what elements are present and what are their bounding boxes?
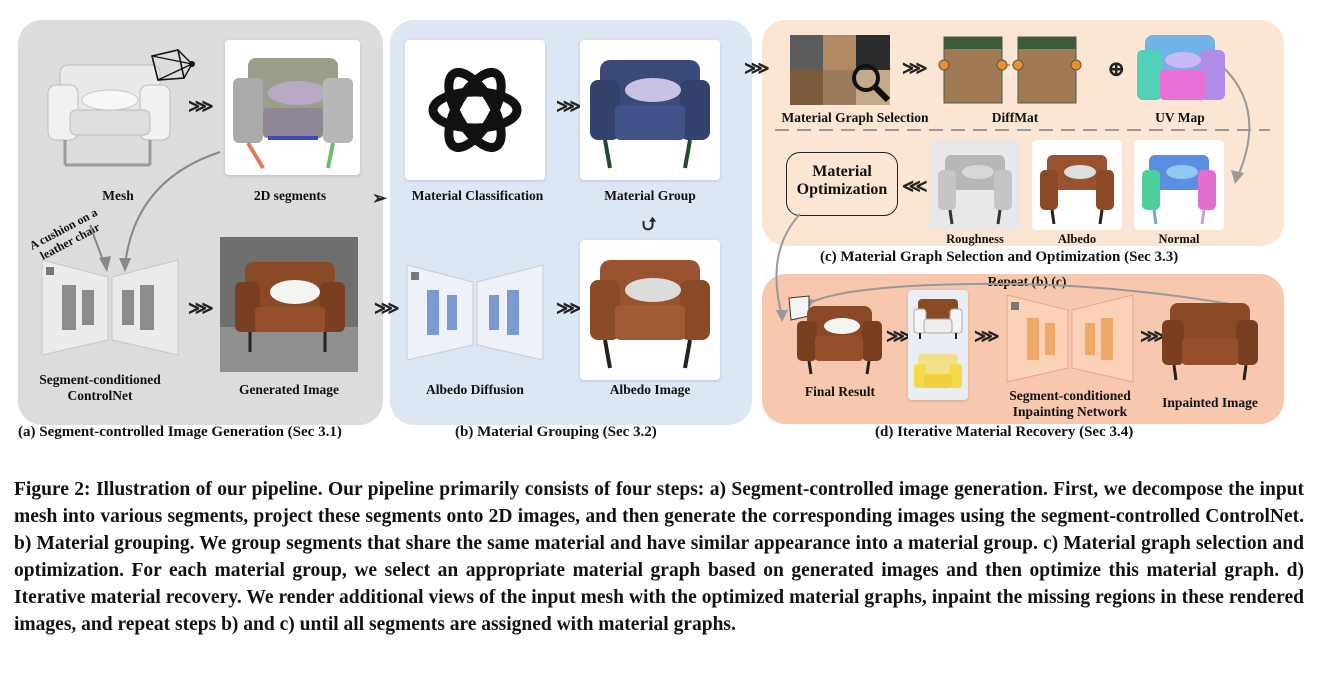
optimization-label: Material Optimization xyxy=(796,163,888,199)
rendered-view-white xyxy=(913,299,963,339)
arrow-icon: ⋙ xyxy=(974,326,1000,346)
classification-label: Material Classification xyxy=(411,188,544,203)
magnifier-icon xyxy=(852,64,891,103)
arrow-icon: ⋙ xyxy=(374,298,400,318)
segments-chair-image xyxy=(233,58,353,170)
controlnet-icon xyxy=(41,259,179,356)
openai-logo-icon xyxy=(428,68,522,152)
classification-card xyxy=(405,40,545,180)
arrow-icon: ⋙ xyxy=(744,58,770,78)
diffmat-label: DiffMat xyxy=(991,110,1039,125)
rendered-view-yellow xyxy=(914,354,962,388)
arrow-icon: ⋘ xyxy=(902,176,928,196)
albedo-image-label: Albedo Image xyxy=(609,382,691,397)
mesh-label: Mesh xyxy=(102,188,134,203)
curved-arrow xyxy=(1223,67,1251,184)
segments-label: 2D segments xyxy=(253,188,327,203)
caption-d: (d) Iterative Material Recovery (Sec 3.4… xyxy=(875,424,1134,440)
arrow-icon: ⋙ xyxy=(1140,326,1166,346)
arrow-icon: ⋙ xyxy=(556,96,582,116)
uv-map-image xyxy=(1137,35,1225,100)
selection-label: Material Graph Selection xyxy=(781,110,929,125)
final-result-label: Final Result xyxy=(804,384,876,399)
curved-arrow xyxy=(89,151,221,272)
material-group-label: Material Group xyxy=(604,188,696,203)
caption-b: (b) Material Grouping (Sec 3.2) xyxy=(455,424,657,440)
generated-image xyxy=(220,237,358,372)
caption-c: (c) Material Graph Selection and Optimiz… xyxy=(820,249,1179,265)
roughness-label: Roughness xyxy=(946,232,1004,246)
inpaint-net-label: Segment-conditioned Inpainting Network xyxy=(1009,388,1131,419)
albedo-map-image xyxy=(1032,140,1122,230)
arrow-icon: ⋙ xyxy=(188,96,214,116)
arrow-icon: ⋙ xyxy=(902,58,928,78)
dashed-divider xyxy=(775,129,1270,131)
arrow-icon: ⋙ xyxy=(886,326,912,346)
mesh-chair-image xyxy=(47,64,171,167)
albedo-diffusion-icon xyxy=(406,264,544,361)
albedo-map-label: Albedo xyxy=(1057,232,1097,246)
normal-map-label: Normal xyxy=(1158,232,1200,246)
final-result-image xyxy=(788,295,882,375)
arrow-icon: ➢ xyxy=(372,188,388,208)
inpainting-network-icon xyxy=(1006,294,1134,383)
albedo-diffusion-label: Albedo Diffusion xyxy=(426,382,524,397)
plus-icon: ⊕ xyxy=(1107,56,1126,81)
albedo-image xyxy=(590,260,710,369)
uvmap-label: UV Map xyxy=(1155,110,1205,125)
inpainted-label: Inpainted Image xyxy=(1162,395,1258,410)
camera-icon xyxy=(151,49,195,81)
arrow-icon: ⋙ xyxy=(188,298,214,318)
generated-label: Generated Image xyxy=(238,382,340,397)
caption-a: (a) Segment-controlled Image Generation … xyxy=(18,424,342,440)
figure-caption: Figure 2: Illustration of our pipeline. … xyxy=(14,479,1304,635)
diffmat-graph-image xyxy=(938,36,1082,104)
inpainted-image xyxy=(1162,303,1258,381)
controlnet-label: Segment-conditioned ControlNet xyxy=(39,372,161,403)
roughness-image xyxy=(930,140,1020,230)
arrow-icon: ⋙ xyxy=(556,298,582,318)
normal-map-image xyxy=(1134,140,1224,230)
up-arrow-icon: ⮍ xyxy=(642,214,657,234)
optimization-box: Material Optimization xyxy=(786,152,898,216)
curved-arrow xyxy=(775,213,801,322)
material-group-image xyxy=(590,60,710,169)
